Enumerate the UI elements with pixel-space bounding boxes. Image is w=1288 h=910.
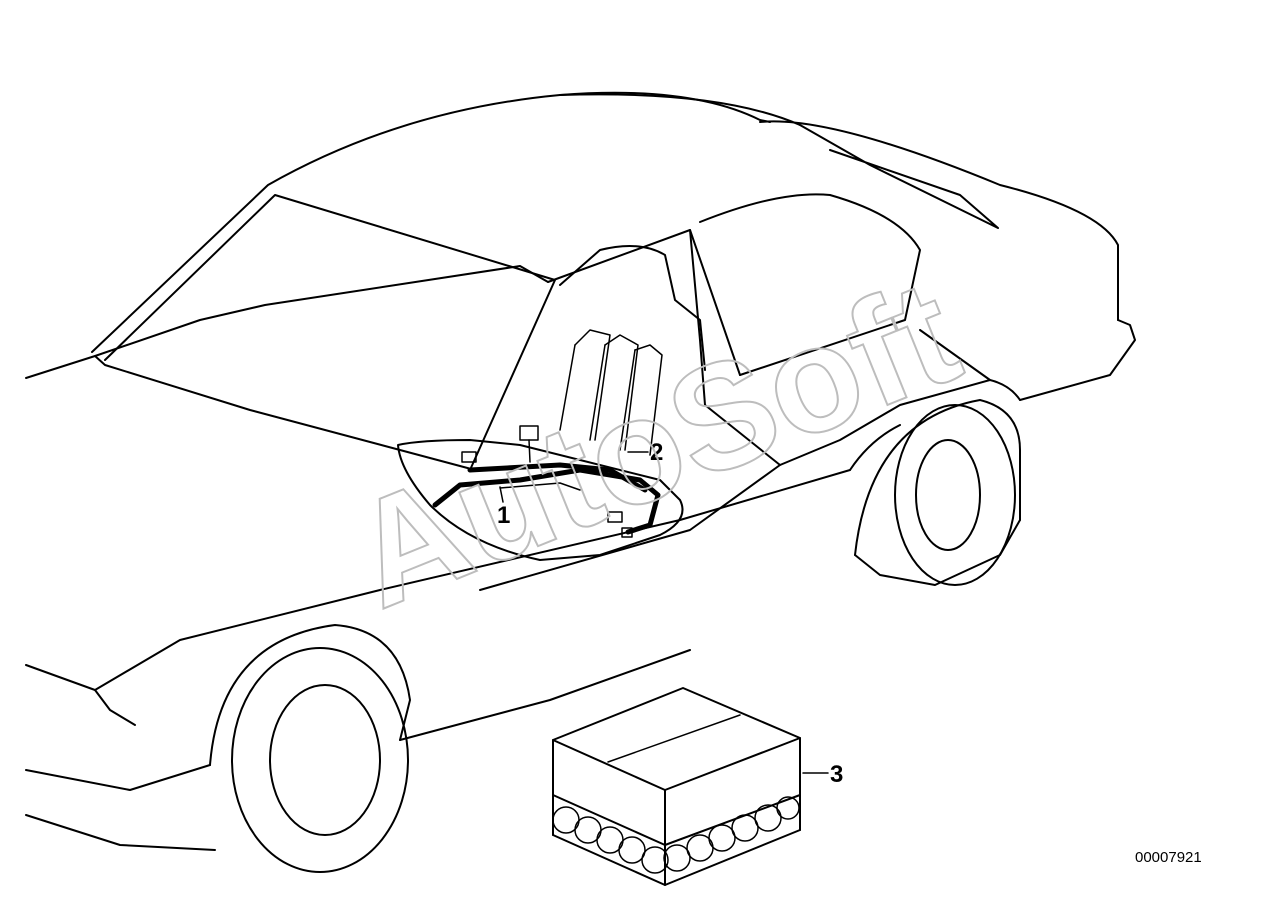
car-body — [25, 91, 1136, 873]
callout-1: 1 — [497, 486, 510, 529]
connector-icon — [621, 527, 633, 538]
callout-1-label: 1 — [497, 502, 510, 529]
part-code: 00007921 — [1135, 849, 1202, 866]
rear-seat-backrests — [559, 329, 663, 456]
callout-3-label: 3 — [830, 761, 843, 788]
connector-icon — [461, 451, 477, 463]
callout-2: 2 — [627, 439, 663, 466]
callout-3: 3 — [802, 761, 843, 788]
connector-icon — [607, 511, 623, 523]
wiring-harness — [432, 425, 661, 538]
watermark-text: AutoSoft — [329, 247, 979, 640]
callout-2-label: 2 — [650, 439, 663, 466]
module-box — [552, 687, 801, 886]
